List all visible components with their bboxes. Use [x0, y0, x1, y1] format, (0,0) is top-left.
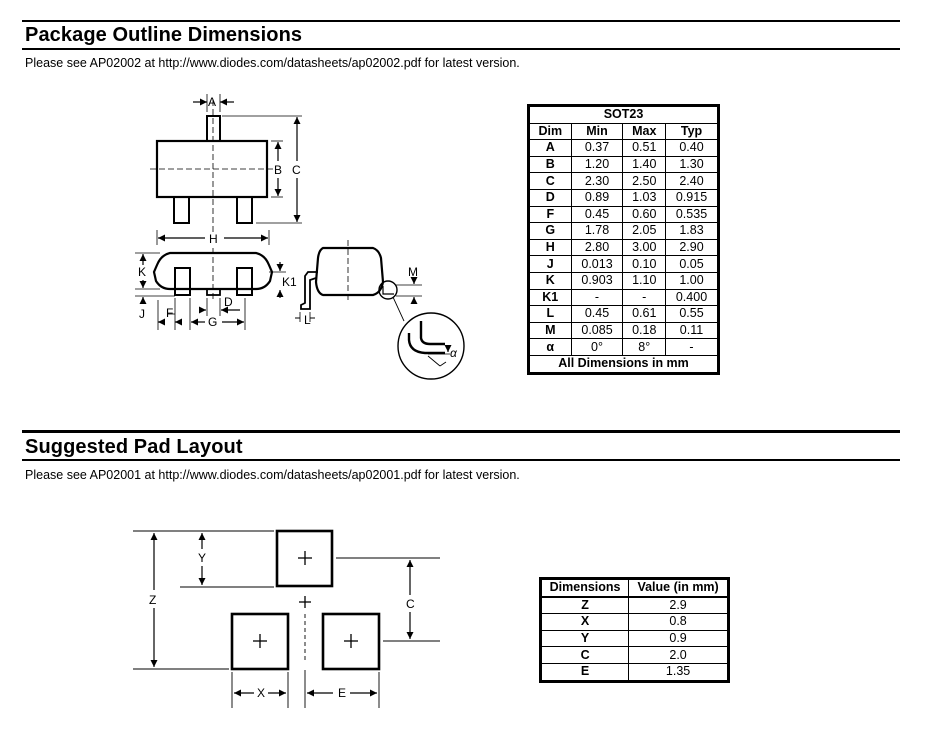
- dim-label-K: K: [138, 265, 146, 279]
- sot23-cell-value: 3.00: [622, 238, 667, 257]
- sot23-cell-value: 0.40: [665, 139, 718, 157]
- side-view-body: [314, 246, 385, 297]
- pad-cell-dimension: Z: [540, 596, 630, 615]
- sot23-table-footer: All Dimensions in mm: [529, 354, 718, 373]
- outline-section-title: Package Outline Dimensions: [25, 24, 303, 46]
- pad-cell-dimension: C: [540, 646, 630, 664]
- top-view-lead-top: [206, 115, 221, 142]
- pad-header-dimensions: Dimensions: [540, 578, 630, 598]
- pad-label-X: X: [257, 686, 265, 700]
- sot23-cell-value: 0.45: [570, 205, 624, 224]
- sot23-cell-value: 1.30: [665, 155, 718, 174]
- outline-title-underline: [22, 48, 900, 50]
- pad-top: [275, 529, 334, 588]
- sot23-header-typ: Typ: [665, 122, 718, 141]
- pad-section-note: Please see AP02001 at http://www.diodes.…: [25, 468, 520, 482]
- pad-cell-value: 0.8: [628, 613, 728, 631]
- sot23-cell-value: 0.61: [622, 305, 667, 323]
- sot23-cell-value: 0.05: [665, 255, 718, 273]
- pad-bottom-right: [321, 612, 381, 671]
- sot23-cell-value: 1.20: [570, 155, 624, 174]
- pad-cell-dimension: E: [540, 662, 630, 681]
- pad-cell-value: 1.35: [628, 662, 728, 681]
- outline-section-note: Please see AP02002 at http://www.diodes.…: [25, 56, 520, 70]
- sot23-header-min: Min: [570, 122, 624, 141]
- sot23-cell-value: 0.013: [570, 255, 624, 273]
- pad-header-value: Value (in mm): [628, 578, 728, 598]
- top-view-lead-right: [236, 196, 253, 224]
- pad-cell-dimension: Y: [540, 629, 630, 648]
- pad-cell-value: 2.0: [628, 646, 728, 664]
- sot23-cell-value: 2.80: [570, 238, 624, 257]
- dim-label-G: G: [208, 315, 217, 329]
- dim-label-M: M: [408, 265, 418, 279]
- dim-label-L: L: [304, 313, 311, 327]
- dim-label-H: H: [209, 232, 218, 246]
- pad-cell-value: 0.9: [628, 629, 728, 648]
- pad-section-rule: [22, 430, 900, 433]
- dim-label-D: D: [224, 295, 233, 309]
- pad-label-Y: Y: [198, 551, 206, 565]
- pad-label-Z: Z: [149, 593, 156, 607]
- front-view-body: [152, 251, 274, 291]
- pad-cell-dimension: X: [540, 613, 630, 631]
- sot23-cell-value: 0.10: [622, 255, 667, 273]
- pad-section-title: Suggested Pad Layout: [25, 436, 243, 458]
- pad-cell-value: 2.9: [628, 596, 728, 615]
- sot23-cell-value: 0.085: [570, 321, 624, 340]
- pad-bottom-left: [230, 612, 290, 671]
- dim-label-B: B: [274, 163, 282, 177]
- sot23-cell-dim: K1: [529, 288, 572, 307]
- dim-label-K1: K1: [282, 275, 297, 289]
- dim-label-J: J: [139, 307, 145, 321]
- top-rule: [22, 20, 900, 22]
- pad-title-underline: [22, 459, 900, 461]
- dim-label-F: F: [166, 306, 173, 320]
- top-view-lead-left: [173, 196, 190, 224]
- pad-label-E: E: [338, 686, 346, 700]
- pad-label-C: C: [406, 597, 415, 611]
- sot23-cell-value: 0.60: [622, 205, 667, 224]
- dim-label-A: A: [208, 95, 216, 109]
- sot23-cell-value: 0.903: [570, 271, 624, 290]
- sot23-cell-value: -: [570, 288, 624, 307]
- dim-label-alpha: α: [450, 346, 458, 360]
- dim-label-C: C: [292, 163, 301, 177]
- sot23-cell-value: 2.05: [622, 222, 667, 240]
